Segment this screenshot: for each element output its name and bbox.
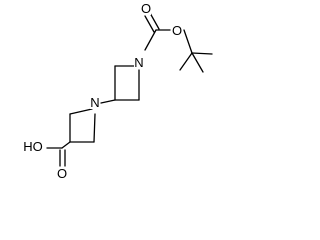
atom-label-acid-carbonyl-oxygen: O: [57, 166, 67, 181]
bond-tbu-methyl-2: [191, 52, 213, 55]
bond-bottom-ring-n-to-c-right: [93, 113, 96, 143]
bond-ch-to-acid-c: [61, 141, 71, 149]
bond-ring-link: [100, 99, 116, 104]
atom-label-acid-hydroxyl: HO: [23, 139, 43, 154]
atom-label-boc-carbonyl-oxygen: O: [141, 1, 151, 16]
structure-canvas: O O N N HO O: [23, 1, 213, 181]
atom-label-bottom-ring-nitrogen: N: [90, 95, 99, 110]
structure-diagram: O O N N HO O: [23, 1, 213, 181]
bond-carbonyl-c-to-ring-n: [144, 29, 157, 51]
bond-carbonyl-double-b: [149, 12, 160, 30]
atom-label-boc-ester-oxygen: O: [172, 23, 182, 38]
bond-ester-o-to-tbu: [183, 29, 193, 54]
bond-tbu-methyl-3: [191, 52, 204, 73]
bond-tbu-methyl-1: [179, 52, 193, 71]
atom-label-top-ring-nitrogen: N: [134, 55, 143, 70]
bond-carbonyl-double-a: [144, 15, 155, 33]
bond-bottom-ring-n-to-c-upper: [69, 108, 93, 115]
